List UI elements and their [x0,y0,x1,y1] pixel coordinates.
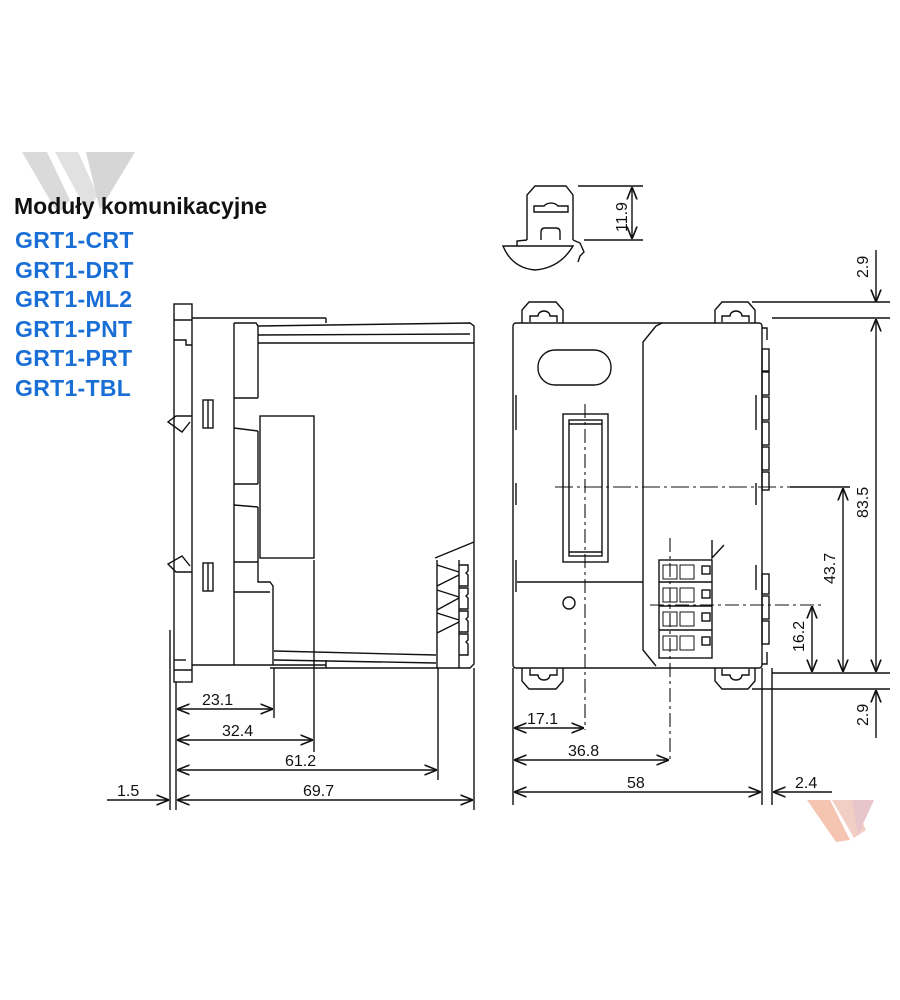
watermark-logo-bottom-right [807,800,874,842]
dim-2-4: 2.4 [795,775,817,792]
side-view [107,303,475,810]
dim-36-8: 36.8 [568,743,599,760]
side-notches [761,327,770,665]
dim-43-7: 43.7 [822,553,839,584]
dim-top-2-9: 2.9 [855,256,872,278]
terminal-teeth [436,564,469,656]
model-item: GRT1-DRT [15,256,134,283]
dim-61-2: 61.2 [285,753,316,770]
model-item: GRT1-PRT [15,345,133,371]
section-title: Moduły komunikacyjne [14,193,268,219]
model-item: GRT1-PNT [15,315,133,342]
dim-16-2: 16.2 [791,621,808,652]
watermark-logo-top-left [22,152,135,214]
dim-32-4: 32.4 [222,723,253,740]
clip-view [501,185,643,271]
dim-23-1: 23.1 [202,692,233,709]
dim-58: 58 [627,775,645,792]
model-item: GRT1-CRT [15,227,134,253]
model-item: GRT1-ML2 [15,286,133,312]
dim-69-7: 69.7 [303,783,334,800]
dim-1-5: 1.5 [117,783,139,800]
model-item: GRT1-TBL [15,374,132,401]
dim-83-5: 83.5 [855,487,872,518]
dim-17-1: 17.1 [527,711,558,728]
front-view [512,250,890,805]
dim-11-9: 11.9 [614,202,631,232]
dim-bottom-2-9: 2.9 [855,704,872,726]
model-list: GRT1-CRT GRT1-DRT GRT1-ML2 GRT1-PNT GRT1… [15,226,134,403]
